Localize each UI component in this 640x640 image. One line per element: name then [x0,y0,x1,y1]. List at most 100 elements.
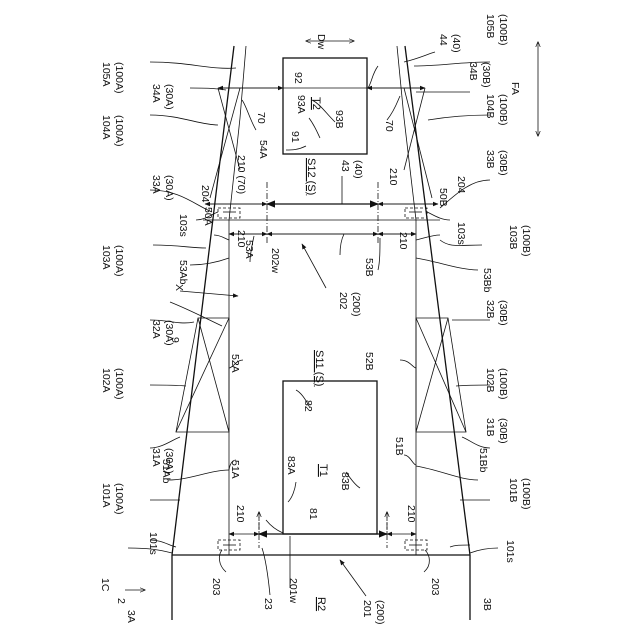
label-104B: 104B [484,94,496,119]
label-70-right: 70 [383,120,395,132]
label-91: 91 [289,131,301,143]
label-33A: 33A [150,175,162,194]
label-101A: 101A [100,483,112,508]
label-52B: 52B [363,352,375,371]
label-3A: 3A [125,610,137,623]
label-1C: 1C [99,578,111,592]
label-101B: 101B [507,478,519,503]
label-203-left: 203 [210,578,222,596]
label-53A: 53A [243,240,255,259]
left-wall-outer [172,46,234,620]
label-201: 201 [361,600,373,618]
label-30B-4: (30B) [497,418,509,444]
201-arrow [340,560,366,596]
label-200-1: (200) [350,292,362,317]
label-54A: 54A [257,140,269,159]
label-32B: 32B [484,300,496,319]
label-X: X [173,284,185,291]
label-S12: S12 (S) [305,158,317,195]
label-51Ab: 51Ab [160,459,172,484]
label-fa: FA [509,82,521,95]
label-52A: 52A [229,354,241,373]
label-2: 2 [115,598,127,604]
label-92: 92 [292,72,304,84]
label-51A: 51A [229,460,241,479]
label-43: 43 [339,160,351,172]
pillar-32A-block [176,318,229,432]
label-104A: 104A [100,115,112,140]
label-33B: 33B [484,150,496,169]
label-23: 23 [262,598,274,610]
label-S11: S11 (S) [313,350,325,386]
label-100B-2: (100B) [497,94,509,126]
label-93B: 93B [333,110,345,129]
label-30B-2: (30B) [497,150,509,176]
label-30B-1: (30B) [480,62,492,88]
label-44: 44 [437,34,449,46]
label-204-right: 204 [455,176,467,194]
brace-34B [404,88,432,198]
label-40-2: (40) [352,160,364,179]
label-34B: 34B [467,62,479,81]
pillar-32B-block [416,318,466,432]
label-50B: 50B [437,188,449,207]
label-93A: 93A [295,95,307,114]
label-103s-left: 103s [177,214,189,237]
label-101s-right: 101s [504,540,516,563]
label-103A: 103A [100,245,112,270]
label-53Bb: 53Bb [481,268,493,293]
label-100B-1: (100B) [497,14,509,46]
label-200-2: (200) [374,600,386,625]
label-30A-2: (30A) [163,175,175,201]
label-203-right: 203 [429,578,441,596]
label-31B: 31B [484,418,496,437]
label-T1: T1 [317,464,329,477]
label-102A: 102A [100,368,112,393]
202-arrow [302,244,326,288]
label-30A-1: (30A) [163,84,175,110]
label-201w: 201w [287,578,299,604]
label-50A: 50A [202,207,214,226]
label-83B: 83B [339,472,351,491]
label-53Ab: 53Ab [177,260,189,285]
label-dw: Dw [315,34,327,50]
label-100B-4: (100B) [497,368,509,400]
label-210-mid-right: 210 [397,232,409,250]
label-9: 9 [169,337,181,343]
label-103s-right: 103s [455,222,467,245]
label-82: 82 [302,400,314,412]
label-100A-2: (100A) [113,115,125,147]
label-210-upper-right: 210 [387,168,399,186]
label-102B: 102B [484,368,496,393]
label-202: 202 [337,292,349,310]
label-40-1: (40) [450,34,462,53]
label-105A: 105A [100,62,112,87]
support-204-right [405,208,427,218]
label-103B: 103B [507,225,519,250]
label-202w: 202w [269,248,281,274]
label-53B: 53B [363,258,375,277]
label-3B: 3B [481,598,493,611]
label-210-70: 210 (70) [235,155,247,194]
label-100A-1: (100A) [113,62,125,94]
label-204-left: 204 [199,185,211,203]
label-34A: 34A [150,84,162,103]
label-100A-5: (100A) [113,483,125,515]
label-210-lower-right: 210 [405,505,417,523]
label-51B: 51B [393,437,405,456]
label-100B-3: (100B) [520,225,532,257]
label-R2: R2 [315,597,327,611]
label-83A: 83A [285,456,297,475]
label-30B-3: (30B) [497,300,509,326]
label-70-left: 70 [255,112,267,124]
label-101s-left: 101s [147,532,159,555]
label-T2: T2 [310,97,322,110]
label-210-lower-left: 210 [234,505,246,523]
label-32A: 32A [150,320,162,339]
label-51Bb: 51Bb [477,448,489,473]
label-105B: 105B [484,14,496,39]
label-81: 81 [307,508,319,520]
label-100A-3: (100A) [113,245,125,277]
label-100B-5: (100B) [520,478,532,510]
